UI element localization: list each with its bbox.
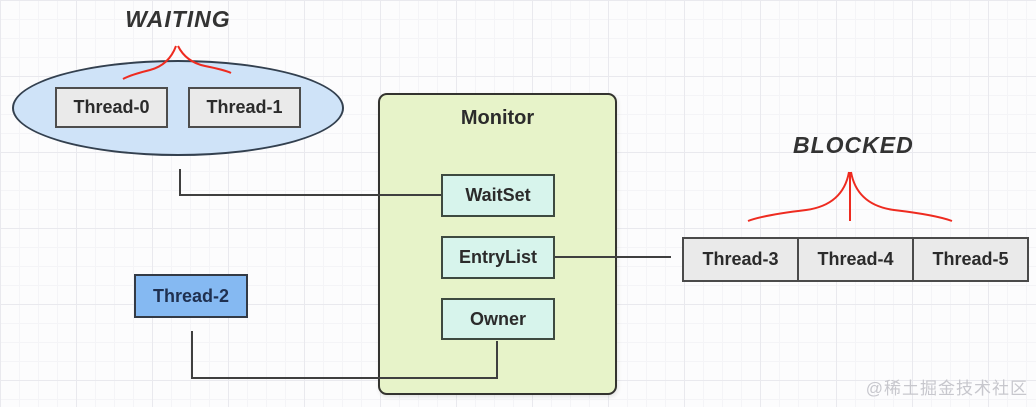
blocked-fork-right-arrow: [850, 171, 953, 222]
blocked-fork-left-arrow: [747, 171, 850, 222]
thread-3-node: Thread-3: [682, 237, 799, 282]
waitset-field: WaitSet: [441, 174, 555, 217]
entrylist-field: EntryList: [441, 236, 555, 279]
blocked-threads-row: Thread-3 Thread-4 Thread-5: [682, 237, 1029, 282]
thread-5-node: Thread-5: [912, 237, 1029, 282]
thread-0-node: Thread-0: [55, 87, 168, 128]
thread-4-node: Thread-4: [797, 237, 914, 282]
blocked-state-label: BLOCKED: [793, 132, 914, 158]
monitor-title: Monitor: [460, 107, 535, 129]
waiting-state-label: WAITING: [125, 6, 231, 32]
thread-2-node: Thread-2: [134, 274, 248, 318]
thread-1-node: Thread-1: [188, 87, 301, 128]
owner-field: Owner: [441, 298, 555, 340]
watermark-text: @稀土掘金技术社区: [865, 379, 1028, 398]
